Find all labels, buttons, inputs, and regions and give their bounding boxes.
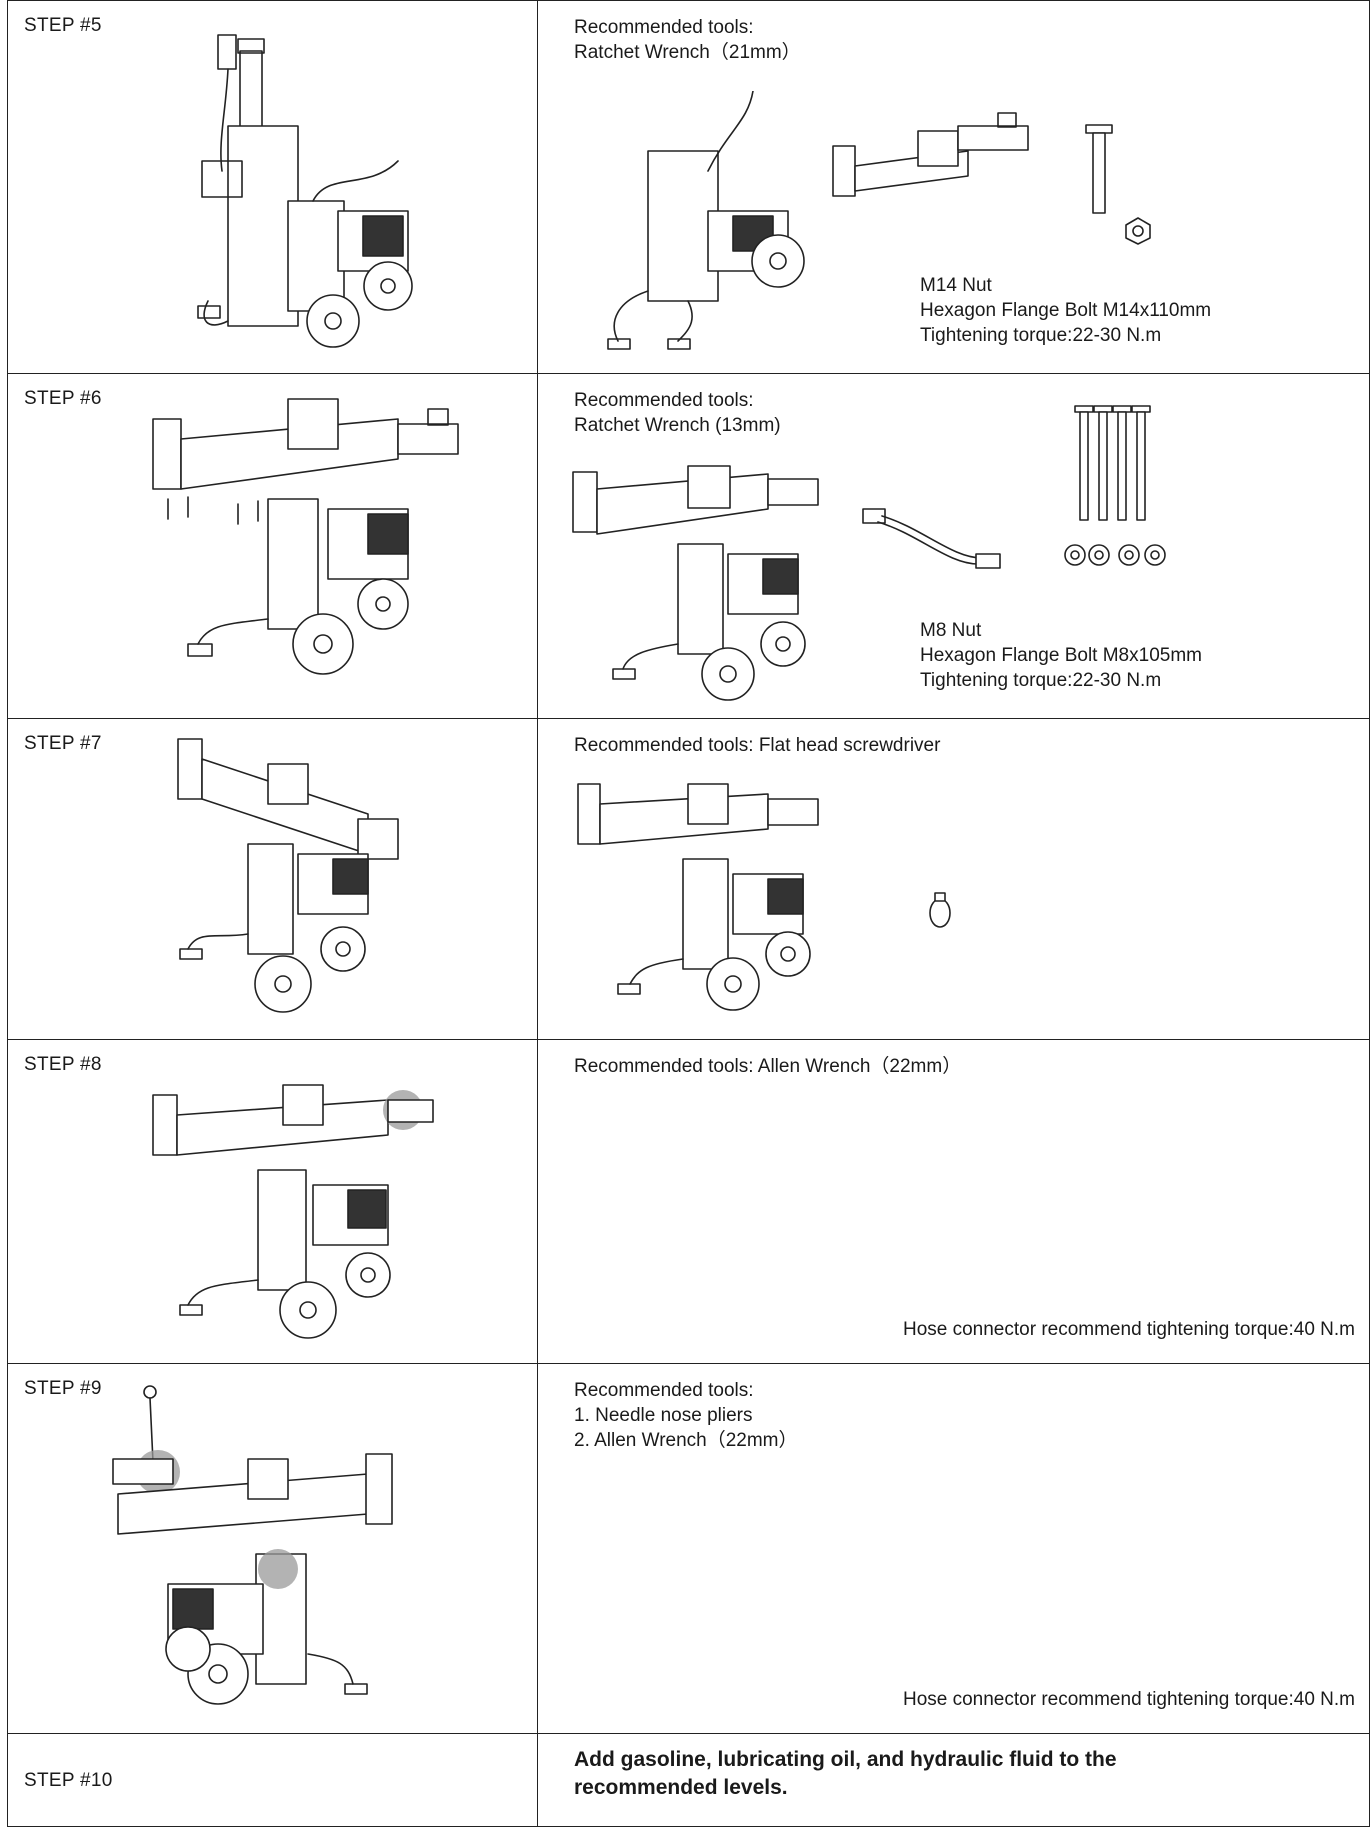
step-9-row: STEP #9 Recommended tools: 1. Needl bbox=[7, 1363, 1370, 1734]
recommended-tools-text: Recommended tools: Flat head screwdriver bbox=[574, 735, 941, 756]
assembly-steps-table: STEP #5 Recommended tools: Ratchet Wrenc… bbox=[7, 0, 1370, 1827]
step-8-illustration-cell: STEP #8 bbox=[7, 1039, 538, 1364]
step-9-instructions-cell: Recommended tools: 1. Needle nose pliers… bbox=[537, 1363, 1370, 1734]
flange-bolts-set-icon bbox=[1074, 405, 1151, 521]
torque-note: Hose connector recommend tightening torq… bbox=[902, 1689, 1355, 1710]
log-splitter-horizontal-illustration bbox=[577, 783, 819, 1011]
highlight-circle bbox=[258, 1549, 298, 1589]
horizontal-log-splitter-illustration bbox=[607, 91, 805, 350]
step-label: STEP #10 bbox=[24, 1770, 113, 1791]
step-7-illustration-cell: STEP #7 bbox=[7, 718, 538, 1040]
step-10-row: STEP #10 Add gasoline, lubricating oil, … bbox=[7, 1733, 1370, 1827]
recommended-tools-text: Recommended tools: Ratchet Wrench (13mm) bbox=[574, 390, 781, 436]
log-splitter-beam-mounting-illustration bbox=[152, 398, 459, 675]
step-label: STEP #6 bbox=[24, 388, 102, 409]
step-5-illustration-cell: STEP #5 bbox=[7, 0, 538, 374]
step-5-row: STEP #5 Recommended tools: Ratchet Wrenc… bbox=[7, 0, 1370, 374]
recommended-tools-text: Recommended tools: Ratchet Wrench（21mm） bbox=[574, 17, 801, 63]
step-label: STEP #7 bbox=[24, 733, 102, 754]
beam-assembly-illustration bbox=[832, 112, 1029, 197]
step-6-row: STEP #6 Recommended tools: Ratchet Wrenc… bbox=[7, 373, 1370, 719]
step-8-instructions-cell: Recommended tools: Allen Wrench（22mm） Ho… bbox=[537, 1039, 1370, 1364]
step-6-instructions-cell: Recommended tools: Ratchet Wrench (13mm) bbox=[537, 373, 1370, 719]
recommended-tools-text: Recommended tools: 1. Needle nose pliers… bbox=[574, 1380, 798, 1451]
torque-note: Hose connector recommend tightening torq… bbox=[902, 1319, 1355, 1340]
step-7-row: STEP #7 Recommended tools: Flat head scr… bbox=[7, 718, 1370, 1040]
step-label: STEP #8 bbox=[24, 1054, 102, 1075]
step-8-row: STEP #8 Recommended tools: Allen Wrench（… bbox=[7, 1039, 1370, 1364]
log-splitter-with-beam-illustration bbox=[572, 465, 819, 701]
upright-log-splitter-illustration bbox=[197, 34, 413, 348]
step-5-instructions-cell: Recommended tools: Ratchet Wrench（21mm） bbox=[537, 0, 1370, 374]
step-10-label-cell: STEP #10 bbox=[7, 1733, 538, 1827]
step-7-instructions-cell: Recommended tools: Flat head screwdriver bbox=[537, 718, 1370, 1040]
fastener-specs: M8 Nut Hexagon Flange Bolt M8x105mm Tigh… bbox=[920, 620, 1202, 691]
hose-clamp-icon bbox=[929, 892, 951, 928]
log-splitter-hose-connector-illustration bbox=[152, 1084, 434, 1339]
log-splitter-hose-illustration bbox=[177, 738, 399, 1013]
tow-handle-illustration bbox=[862, 508, 1001, 569]
recommended-tools-text: Recommended tools: Allen Wrench（22mm） bbox=[574, 1056, 962, 1077]
step-label: STEP #5 bbox=[24, 15, 102, 36]
flange-nuts-set-icon bbox=[1064, 544, 1166, 566]
log-splitter-valve-lever-illustration bbox=[112, 1385, 393, 1705]
step-10-instructions-cell: Add gasoline, lubricating oil, and hydra… bbox=[537, 1733, 1370, 1827]
flange-nut-icon bbox=[1125, 217, 1151, 245]
step-9-illustration-cell: STEP #9 bbox=[7, 1363, 538, 1734]
flange-bolt-icon bbox=[1085, 124, 1113, 214]
step-6-illustration-cell: STEP #6 bbox=[7, 373, 538, 719]
fastener-specs: M14 Nut Hexagon Flange Bolt M14x110mm Ti… bbox=[920, 275, 1212, 346]
step-label: STEP #9 bbox=[24, 1378, 102, 1399]
final-instruction: Add gasoline, lubricating oil, and hydra… bbox=[574, 1748, 1117, 1799]
